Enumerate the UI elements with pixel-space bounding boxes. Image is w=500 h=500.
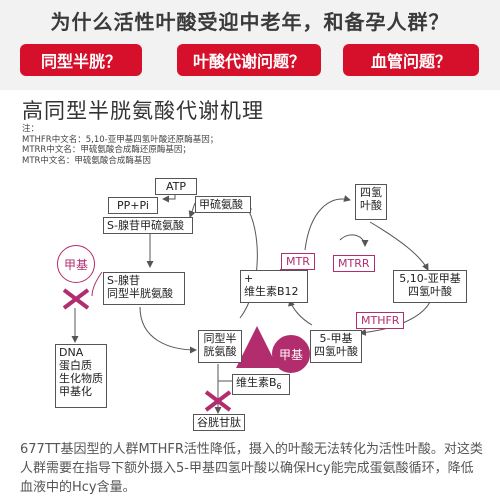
node-methylene-line2: 四氢叶酸 (408, 285, 452, 298)
node-homocysteine-line2: 胱氨酸 (203, 345, 237, 358)
node-homocysteine-line1: 同型半 (203, 332, 237, 345)
dna-item: 甲基化 (59, 385, 92, 398)
diagram-title: 高同型半胱氨酸代谢机理 (22, 99, 264, 123)
node-pp-pi: PP+Pi (108, 197, 158, 214)
header-banner: 为什么活性叶酸受迎中老年，和备孕人群？ 同型半胱？ 叶酸代谢问题？ 血管问题？ (0, 0, 500, 90)
node-methionine: 甲硫氨酸 (195, 196, 251, 213)
headline: 为什么活性叶酸受迎中老年，和备孕人群？ (50, 10, 450, 34)
vitamin-b6-subscript: 6 (276, 382, 282, 392)
pill-vascular[interactable]: 血管问题？ (343, 44, 479, 76)
footer-description: 677TT基因型的人群MTHFR活性降低，摄入的叶酸无法转化为活性叶酸。对这类人… (20, 442, 483, 495)
node-b12-label: 维生素B12 (244, 285, 299, 298)
node-5-methyl-thf: 5-甲基 四氢叶酸 (310, 330, 362, 363)
node-5-methyl-line1: 5-甲基 (319, 332, 353, 345)
methyl-circle-left: 甲基 (57, 245, 95, 283)
enzyme-mtr: MTR (281, 253, 315, 270)
node-dna-methylation: DNA 蛋白质 生化物质 甲基化 (55, 344, 107, 408)
node-5-methyl-line2: 四氢叶酸 (314, 345, 358, 358)
methyl-circle-right: 甲基 (272, 335, 310, 373)
node-methylene-thf: 5,10-亚甲基 四氢叶酸 (393, 270, 467, 303)
note-line: MTRR中文名：甲硫氨酸合成酶还原酶基因； (22, 145, 191, 155)
node-sah-line2: 同型半胱氨酸 (107, 287, 173, 300)
note-line: 注： (22, 124, 40, 134)
pill-homocysteine[interactable]: 同型半胱？ (20, 44, 142, 76)
node-sam: S-腺苷甲硫氨酸 (103, 217, 193, 234)
node-b12: + 维生素B12 (240, 270, 308, 303)
node-glutathione: 谷胱甘肽 (193, 414, 245, 431)
enzyme-mtrr: MTRR (333, 255, 375, 272)
node-b12-plus: + (244, 272, 254, 285)
note-line: MTHFR中文名：5,10-亚甲基四氢叶酸还原酶基因； (22, 134, 219, 145)
vitamin-b6-base: 维生素B (236, 376, 277, 389)
node-homocysteine: 同型半 胱氨酸 (198, 330, 242, 363)
enzyme-mthfr: MTHFR (356, 312, 405, 329)
node-methylene-line1: 5,10-亚甲基 (399, 272, 461, 285)
note-line: MTR中文名：甲硫氨酸合成酶基因 (22, 155, 151, 166)
node-vitamin-b6: 维生素B6 (232, 374, 290, 396)
node-atp: ATP (155, 178, 197, 195)
node-sah-line1: S-腺苷 (107, 274, 140, 287)
dna-item: 蛋白质 (59, 359, 92, 372)
notes-block: 注： MTHFR中文名：5,10-亚甲基四氢叶酸还原酶基因； MTRR中文名：甲… (22, 124, 218, 166)
node-sah: S-腺苷 同型半胱氨酸 (103, 272, 185, 305)
node-thf-line2: 叶酸 (360, 199, 382, 212)
dna-item: DNA (59, 346, 84, 359)
pill-folate-metabolism[interactable]: 叶酸代谢问题？ (177, 44, 321, 76)
node-thf: 四氢 叶酸 (355, 184, 387, 220)
dna-item: 生化物质 (59, 372, 103, 385)
node-thf-line1: 四氢 (360, 186, 382, 199)
